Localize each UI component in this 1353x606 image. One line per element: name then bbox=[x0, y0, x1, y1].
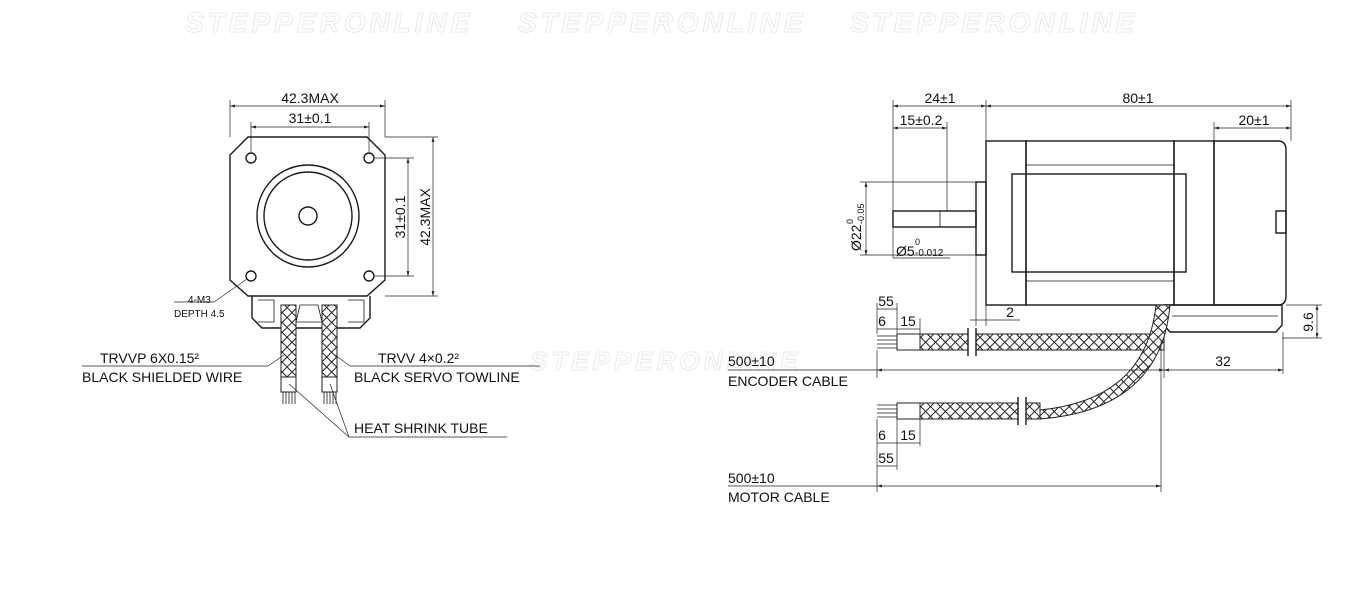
dim-boss-len: 2 bbox=[1006, 304, 1014, 320]
mount-hole bbox=[363, 270, 375, 282]
side-shaft bbox=[892, 210, 977, 228]
heat-shrink-left bbox=[280, 376, 297, 393]
side-view: 24±1 80±1 15±0.2 20±1 Ø22 0 -0.05 Ø5 0 -… bbox=[728, 90, 1322, 505]
dim-mot-pin: 6 bbox=[878, 427, 886, 443]
side-stator-window bbox=[1011, 173, 1187, 273]
dim-mot-tube: 15 bbox=[900, 427, 916, 443]
mot-cable-length: 500±10 bbox=[728, 470, 775, 486]
right-wire-spec: TRVV 4×0.2² bbox=[378, 350, 459, 366]
left-wire-spec: TRVVP 6X0.15² bbox=[100, 350, 199, 366]
svg-text:-0.05: -0.05 bbox=[856, 203, 866, 224]
heat-shrink-right bbox=[321, 376, 338, 393]
dim-body-length: 80±1 bbox=[1122, 90, 1153, 106]
mount-hole bbox=[245, 270, 257, 282]
svg-text:0: 0 bbox=[915, 237, 920, 247]
side-stator bbox=[1025, 140, 1175, 306]
boss-inner bbox=[263, 171, 353, 261]
dim-height-max: 42.3MAX bbox=[417, 188, 433, 246]
dim-shaft-flat: 15±0.2 bbox=[900, 112, 943, 128]
left-wire-name: BLACK SHIELDED WIRE bbox=[82, 369, 242, 385]
encoder-shrink bbox=[896, 333, 921, 351]
side-rear-flange bbox=[1173, 140, 1215, 306]
enc-cable-length: 500±10 bbox=[728, 353, 775, 369]
dim-encoder-length: 20±1 bbox=[1238, 112, 1269, 128]
encoder-cable-left bbox=[919, 333, 969, 351]
heat-shrink-label: HEAT SHRINK TUBE bbox=[354, 420, 488, 436]
servo-towline bbox=[321, 304, 338, 378]
mot-cable-name: MOTOR CABLE bbox=[728, 489, 830, 505]
dim-hole-spacing: 31±0.1 bbox=[289, 110, 332, 126]
encoder-cable-right bbox=[975, 333, 1165, 351]
dim-height-hole-spacing: 31±0.1 bbox=[392, 195, 408, 238]
mount-hole bbox=[245, 152, 257, 164]
wire-ends-right bbox=[323, 392, 337, 404]
shaft bbox=[298, 206, 318, 226]
encoder-window bbox=[1275, 210, 1287, 234]
dim-base-height: 9.6 bbox=[1300, 312, 1316, 332]
svg-text:STEPPERONLINE: STEPPERONLINE bbox=[850, 7, 1138, 38]
shielded-wire bbox=[280, 304, 297, 378]
motor-wire-ends bbox=[877, 404, 897, 418]
boss-outer bbox=[256, 164, 360, 268]
front-view: 42.3MAX 31±0.1 31±0.1 42.3MAX 4-M3 DEPTH… bbox=[82, 90, 540, 438]
dim-enc-tube: 15 bbox=[900, 313, 916, 329]
motor-shrink bbox=[896, 402, 921, 420]
front-flange bbox=[229, 136, 386, 297]
wire-ends-left bbox=[282, 392, 296, 404]
mount-thread-label: 4-M3 bbox=[188, 295, 211, 306]
dim-enc-strip: 55 bbox=[878, 293, 894, 309]
svg-text:Ø22: Ø22 bbox=[848, 224, 864, 251]
svg-text:0: 0 bbox=[845, 219, 855, 224]
mount-hole bbox=[363, 152, 375, 164]
mount-depth-label: DEPTH 4.5 bbox=[174, 309, 225, 320]
svg-text:Ø5: Ø5 bbox=[896, 243, 915, 259]
motor-cable-left bbox=[919, 402, 1019, 420]
dim-shaft-dia: Ø5 0 -0.012 bbox=[896, 237, 944, 259]
dim-width-max: 42.3MAX bbox=[281, 90, 339, 106]
connector-block bbox=[251, 296, 371, 329]
watermark: STEPPERONLINE STEPPERONLINE STEPPERONLIN… bbox=[185, 7, 1138, 377]
side-boss bbox=[975, 181, 987, 256]
side-front-flange bbox=[985, 140, 1027, 306]
dim-enc-pin: 6 bbox=[878, 313, 886, 329]
motor-cable-curve bbox=[1029, 304, 1171, 420]
dim-mot-strip: 55 bbox=[878, 450, 894, 466]
side-base bbox=[1163, 304, 1283, 333]
dim-enc-exit: 32 bbox=[1215, 353, 1231, 369]
side-encoder bbox=[1213, 140, 1287, 306]
svg-text:STEPPERONLINE: STEPPERONLINE bbox=[185, 7, 473, 38]
dim-shaft-total: 24±1 bbox=[924, 90, 955, 106]
enc-cable-name: ENCODER CABLE bbox=[728, 373, 848, 389]
right-wire-name: BLACK SERVO TOWLINE bbox=[354, 369, 520, 385]
svg-text:STEPPERONLINE: STEPPERONLINE bbox=[518, 7, 806, 38]
encoder-wire-ends bbox=[877, 335, 897, 349]
svg-text:-0.012: -0.012 bbox=[915, 248, 944, 259]
dim-boss-dia: Ø22 0 -0.05 bbox=[845, 203, 866, 251]
svg-text:STEPPERONLINE: STEPPERONLINE bbox=[530, 346, 802, 376]
